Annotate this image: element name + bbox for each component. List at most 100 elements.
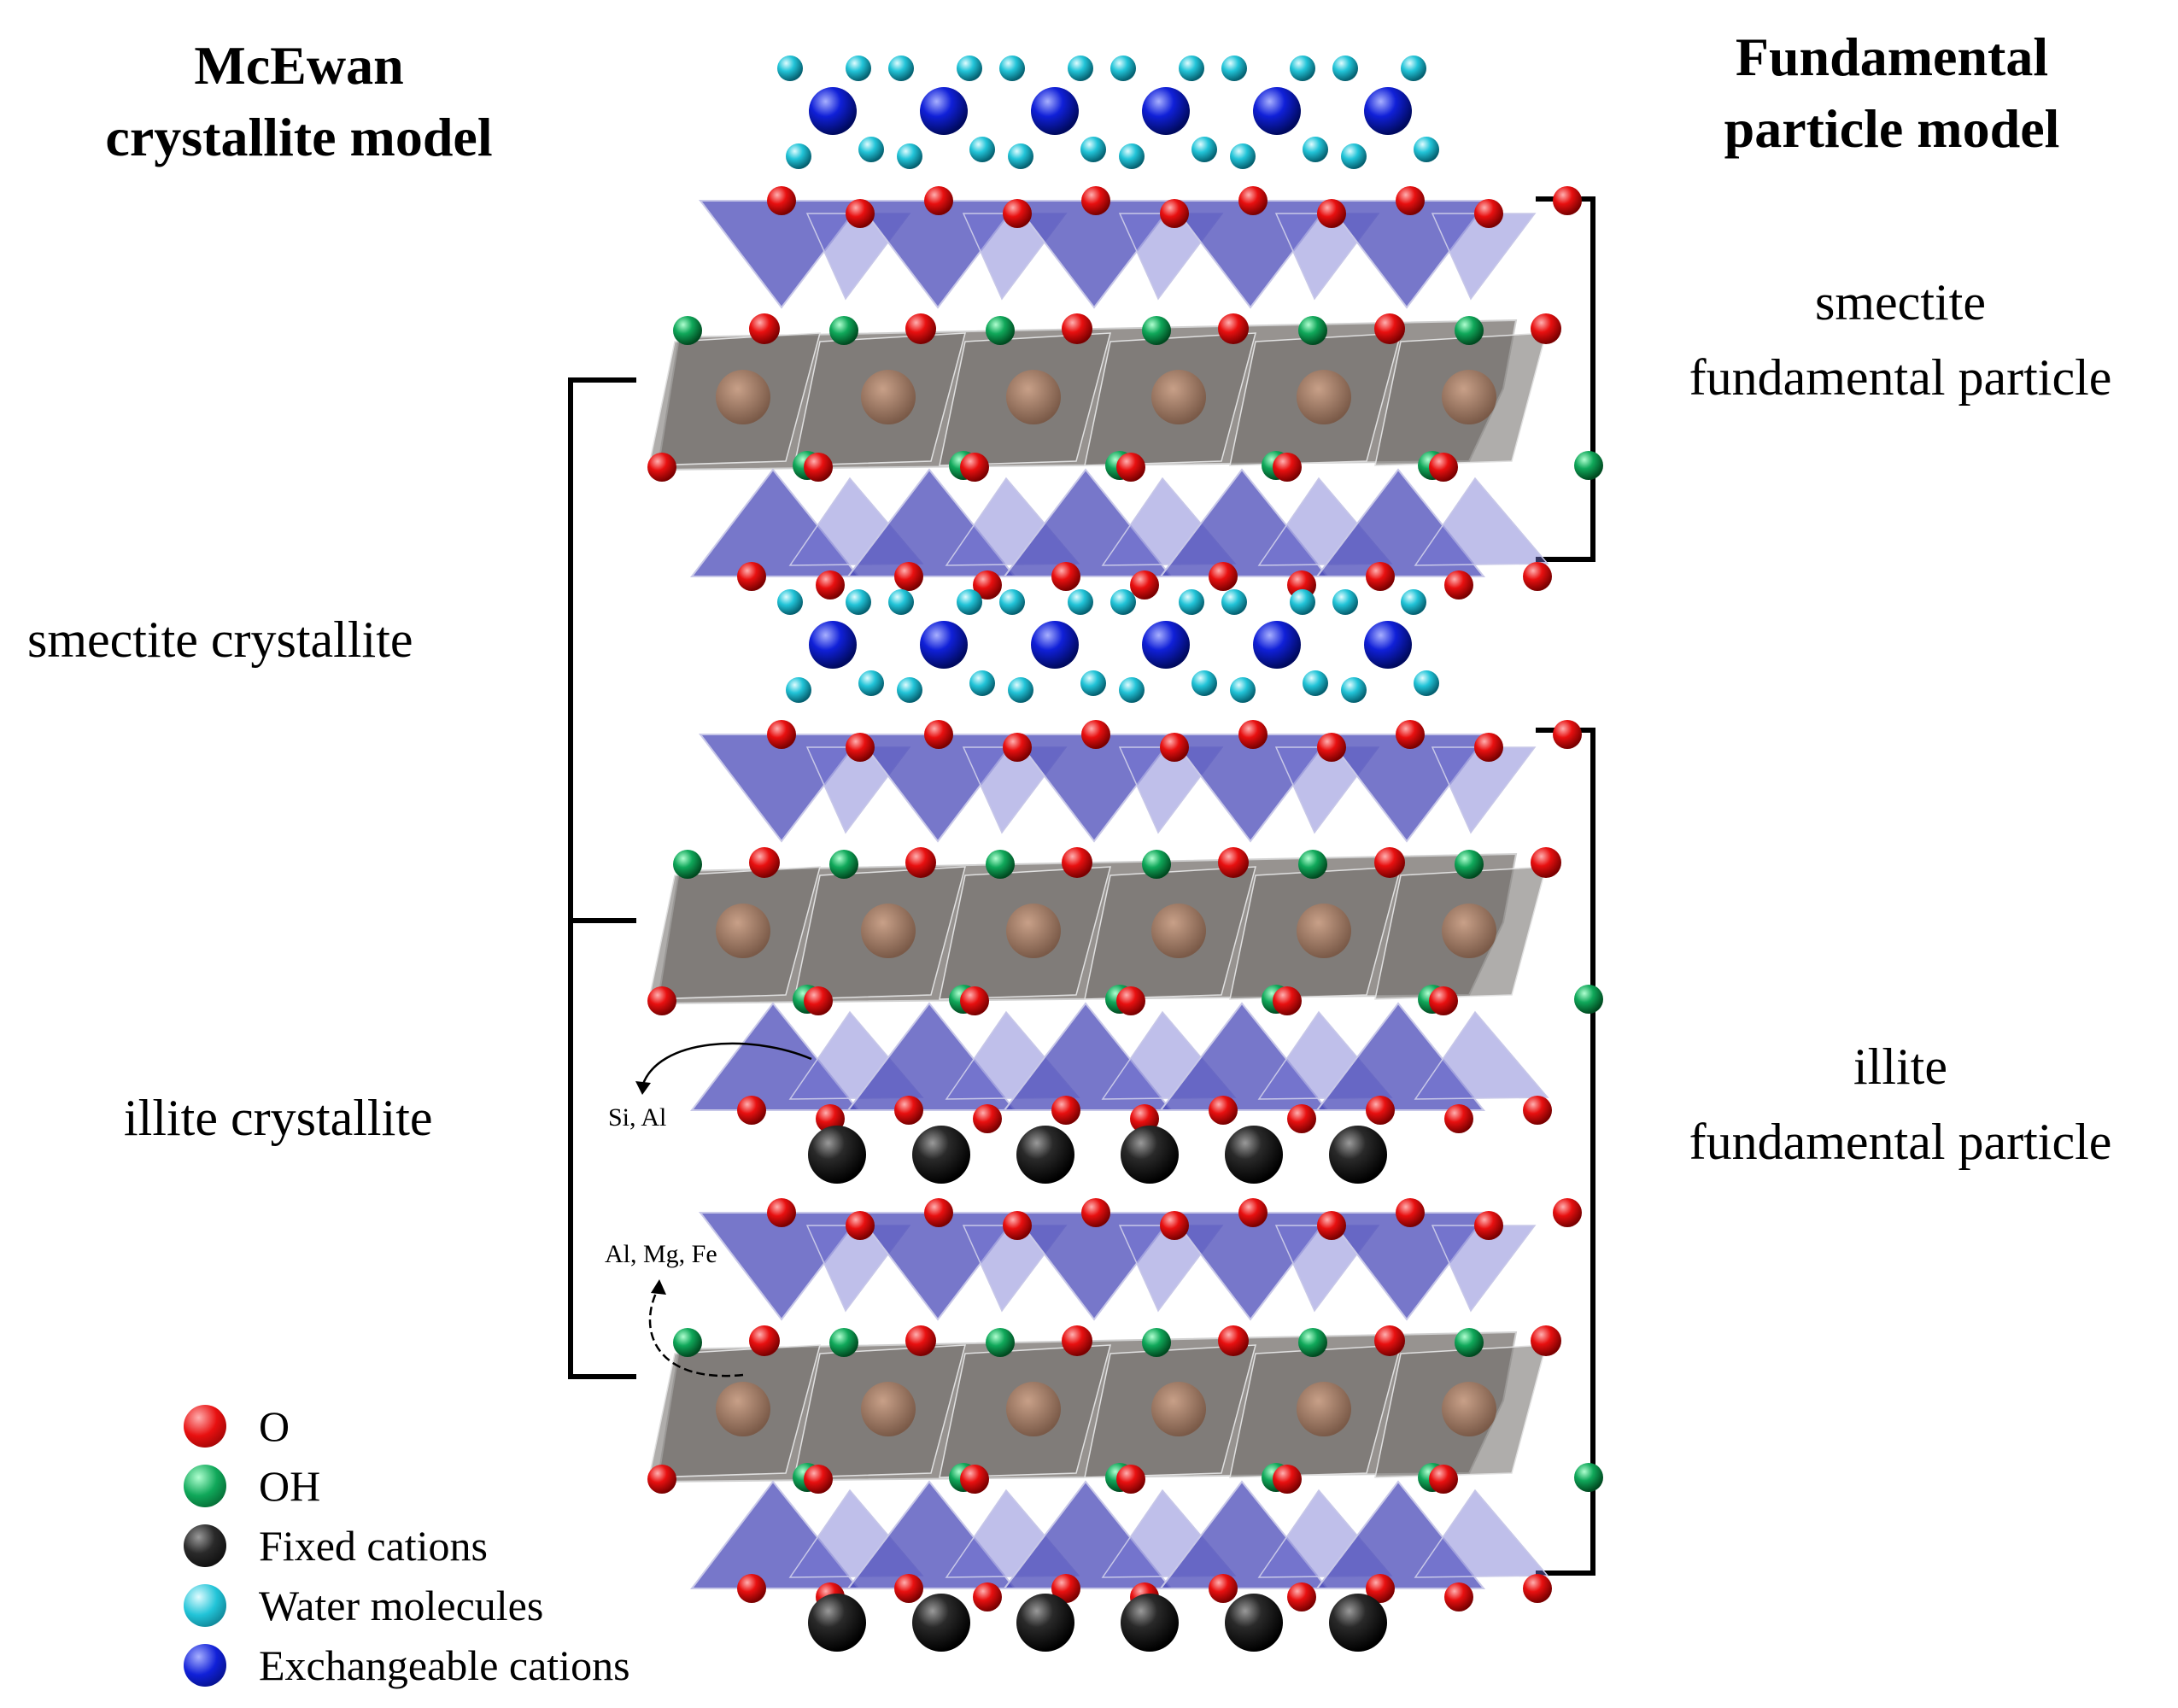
hydroxyl-atom-icon (184, 1465, 226, 1507)
fixed-cation-row (808, 1126, 1387, 1184)
oxygen-atom (894, 562, 923, 591)
oxygen-atom (1003, 733, 1032, 762)
oxygen-atom (767, 186, 796, 215)
exchangeable-cation (809, 87, 857, 135)
oxygen-atom (1317, 733, 1346, 762)
oxygen-atom (1273, 1465, 1302, 1494)
oxygen-atom (749, 847, 780, 878)
illite-crystallite-label: illite crystallite (124, 1090, 433, 1146)
hydroxyl-atom (1298, 850, 1327, 879)
exchangeable-cation-icon (184, 1644, 226, 1687)
mcewan-model-title: McEwan crystallite model (17, 30, 581, 173)
oxygen-atom (1474, 1211, 1503, 1240)
octahedral-site-label: Al, Mg, Fe (605, 1240, 717, 1268)
oxygen-atom (647, 453, 676, 482)
oxygen-atom (804, 453, 833, 482)
illite-fp-line2: fundamental particle (1689, 1114, 2112, 1170)
water-molecule (1414, 137, 1439, 162)
oxygen-atom (1209, 562, 1238, 591)
hydroxyl-atom (1142, 316, 1171, 345)
exchangeable-cation (1364, 621, 1412, 669)
oxygen-atom (1366, 1096, 1395, 1125)
legend-item-oxygen: O (184, 1396, 630, 1456)
tot-layer (647, 720, 1603, 1133)
oxygen-atom (1051, 1574, 1080, 1603)
water-molecule (858, 670, 884, 696)
oxygen-atom (1444, 1104, 1473, 1133)
oxygen-atom (1238, 1198, 1268, 1227)
hydroxyl-atom (1574, 451, 1603, 480)
oxygen-atom (960, 986, 989, 1015)
octahedral-cation (1006, 904, 1061, 958)
oxygen-atom (1062, 847, 1092, 878)
fixed-cation (1121, 1126, 1179, 1184)
fixed-cation (1225, 1126, 1283, 1184)
oxygen-atom (1474, 199, 1503, 228)
hydroxyl-atom (1455, 1328, 1484, 1357)
octahedral-cation (716, 370, 770, 424)
oxygen-atom (737, 1574, 766, 1603)
water-molecule (1008, 677, 1033, 703)
octahedral-cation (716, 904, 770, 958)
oxygen-atom (1209, 1096, 1238, 1125)
oxygen-atom (1116, 986, 1145, 1015)
oxygen-atom (1366, 562, 1395, 591)
legend-label-fixed-cations: Fixed cations (259, 1522, 489, 1570)
hydroxyl-atom (673, 850, 702, 879)
hydroxyl-atom (1455, 850, 1484, 879)
oxygen-atom (1374, 847, 1405, 878)
exchangeable-cation (1142, 87, 1190, 135)
oxygen-atom (767, 1198, 796, 1227)
oxygen-atom (1474, 733, 1503, 762)
oxygen-atom (749, 313, 780, 344)
water-molecule (1341, 677, 1367, 703)
oxygen-atom (1523, 1096, 1552, 1125)
legend-item-water-molecules: Water molecules (184, 1576, 630, 1635)
water-molecule (957, 589, 982, 615)
hydroxyl-atom (1142, 850, 1171, 879)
water-molecule (1080, 670, 1106, 696)
octahedral-arrow-head (651, 1279, 666, 1295)
oxygen-atom (647, 1465, 676, 1494)
legend-label-oxygen: O (259, 1402, 290, 1450)
water-molecule (1290, 56, 1315, 81)
tetrahedron (846, 1002, 1017, 1111)
water-molecule (957, 56, 982, 81)
octahedral-site-arrow (648, 1289, 744, 1378)
exchangeable-cation (1142, 621, 1190, 669)
water-molecule (846, 589, 871, 615)
oxygen-atom (894, 1574, 923, 1603)
water-molecule (1110, 589, 1136, 615)
oxygen-atom (1429, 1465, 1458, 1494)
fixed-cation-row (808, 1594, 1387, 1652)
tot-layers (647, 186, 1603, 1611)
oxygen-atom (1081, 1198, 1110, 1227)
oxygen-atom (1238, 720, 1268, 749)
exchangeable-cation (1253, 87, 1301, 135)
water-molecule (1341, 143, 1367, 169)
water-molecule (1179, 589, 1204, 615)
exchangeable-cation (1364, 87, 1412, 135)
oxygen-atom (1553, 186, 1582, 215)
oxygen-atom (1003, 1211, 1032, 1240)
oxygen-atom (1523, 1574, 1552, 1603)
fixed-cation (1121, 1594, 1179, 1652)
oxygen-atom (816, 570, 845, 600)
fixed-cation (1016, 1126, 1074, 1184)
oxygen-atom (1374, 1325, 1405, 1356)
water-molecule (999, 56, 1025, 81)
hydroxyl-atom (1574, 1463, 1603, 1492)
legend-item-exchangeable-cations: Exchangeable cations (184, 1635, 630, 1695)
hydroxyl-atom (1142, 1328, 1171, 1357)
smectite-fp-line1: smectite (1815, 274, 1986, 330)
oxygen-atom (1051, 562, 1080, 591)
oxygen-atom (1531, 847, 1561, 878)
octahedral-cation (716, 1382, 770, 1436)
water-molecule (777, 56, 803, 81)
smectite-fundamental-particle-label: smectite fundamental particle (1627, 265, 2174, 415)
illite-fp-line1: illite (1853, 1038, 1947, 1095)
fixed-cation (912, 1126, 970, 1184)
tetrahedron (689, 468, 861, 577)
oxygen-atom (905, 1325, 936, 1356)
oxygen-atom (737, 562, 766, 591)
